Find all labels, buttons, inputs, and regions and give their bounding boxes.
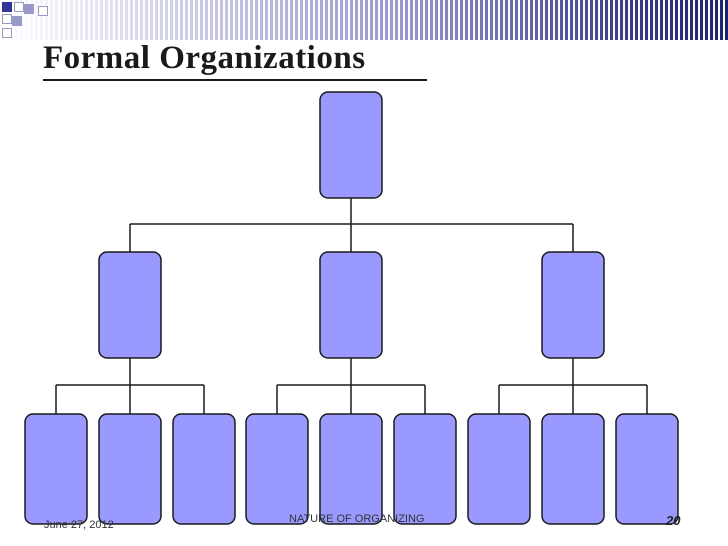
footer-date: June 27, 2012: [44, 519, 114, 531]
org-box-leaf-3-3: [615, 413, 679, 525]
org-box-root: [319, 91, 383, 199]
decorative-header-band: [0, 0, 728, 40]
org-box-leaf-3-1: [467, 413, 531, 525]
org-box-leaf-2-1: [245, 413, 309, 525]
logo-squares-icon: [0, 0, 60, 44]
org-box-leaf-1-2: [98, 413, 162, 525]
page-number: 20: [666, 513, 681, 528]
org-box-middle-3: [541, 251, 605, 359]
org-box-leaf-1-3: [172, 413, 236, 525]
org-box-middle-2: [319, 251, 383, 359]
org-box-leaf-2-3: [393, 413, 457, 525]
slide-title: Formal Organizations: [43, 40, 366, 76]
org-box-leaf-2-2: [319, 413, 383, 525]
org-chart-boxes: [24, 91, 679, 525]
org-box-leaf-3-2: [541, 413, 605, 525]
org-box-leaf-1-1: [24, 413, 88, 525]
footer-topic: NATURE OF ORGANIZING: [289, 513, 425, 525]
org-chart-connectors: [55, 198, 648, 414]
org-box-middle-1: [98, 251, 162, 359]
title-underline: [43, 79, 427, 81]
